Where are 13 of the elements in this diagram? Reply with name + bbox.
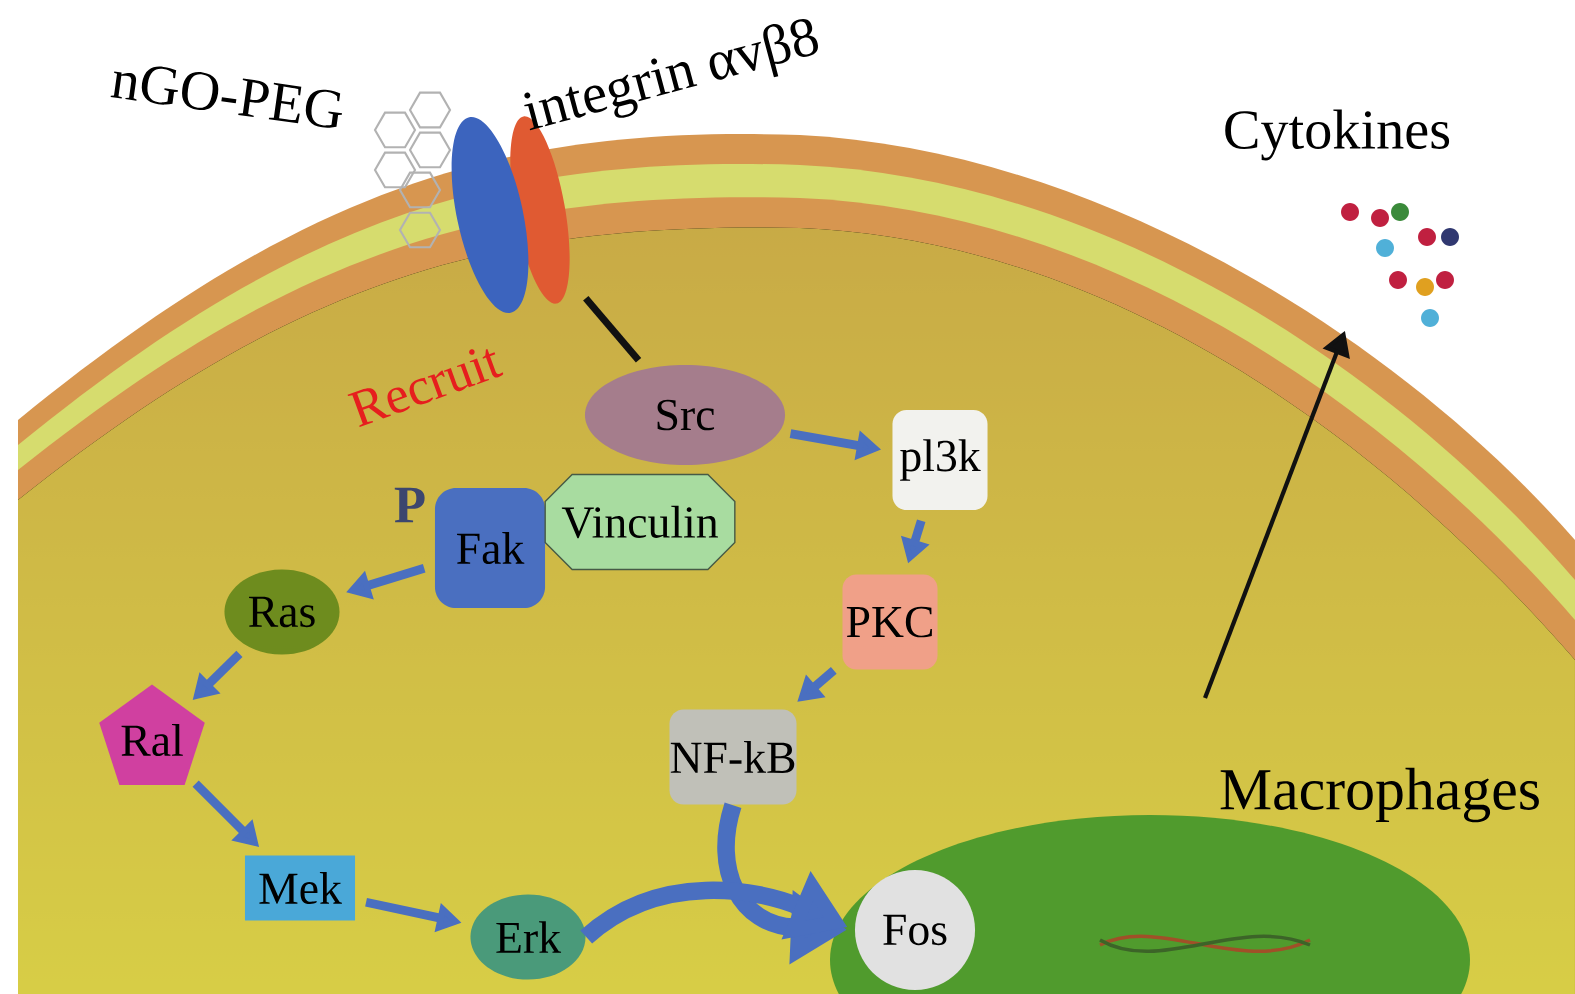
process-box: PKC [842, 574, 938, 670]
cell-label: Macrophages [1220, 767, 1539, 823]
process-box: Mek [244, 855, 356, 921]
protein-label: integrin αvβ8 [524, 18, 819, 131]
vinculin-hexagon: Vinculin [544, 473, 736, 571]
process-box: pl3k [892, 409, 988, 510]
node-label: Cytokines [1225, 109, 1450, 161]
edge-label: Recruit [347, 349, 504, 428]
nano-material-label: nGO-PEG [110, 66, 343, 128]
phosphate-label: P [394, 487, 425, 523]
ral-pentagon: Ral [99, 684, 205, 785]
process-box: Fak [434, 487, 546, 609]
process-box: NF-kB [669, 709, 797, 805]
